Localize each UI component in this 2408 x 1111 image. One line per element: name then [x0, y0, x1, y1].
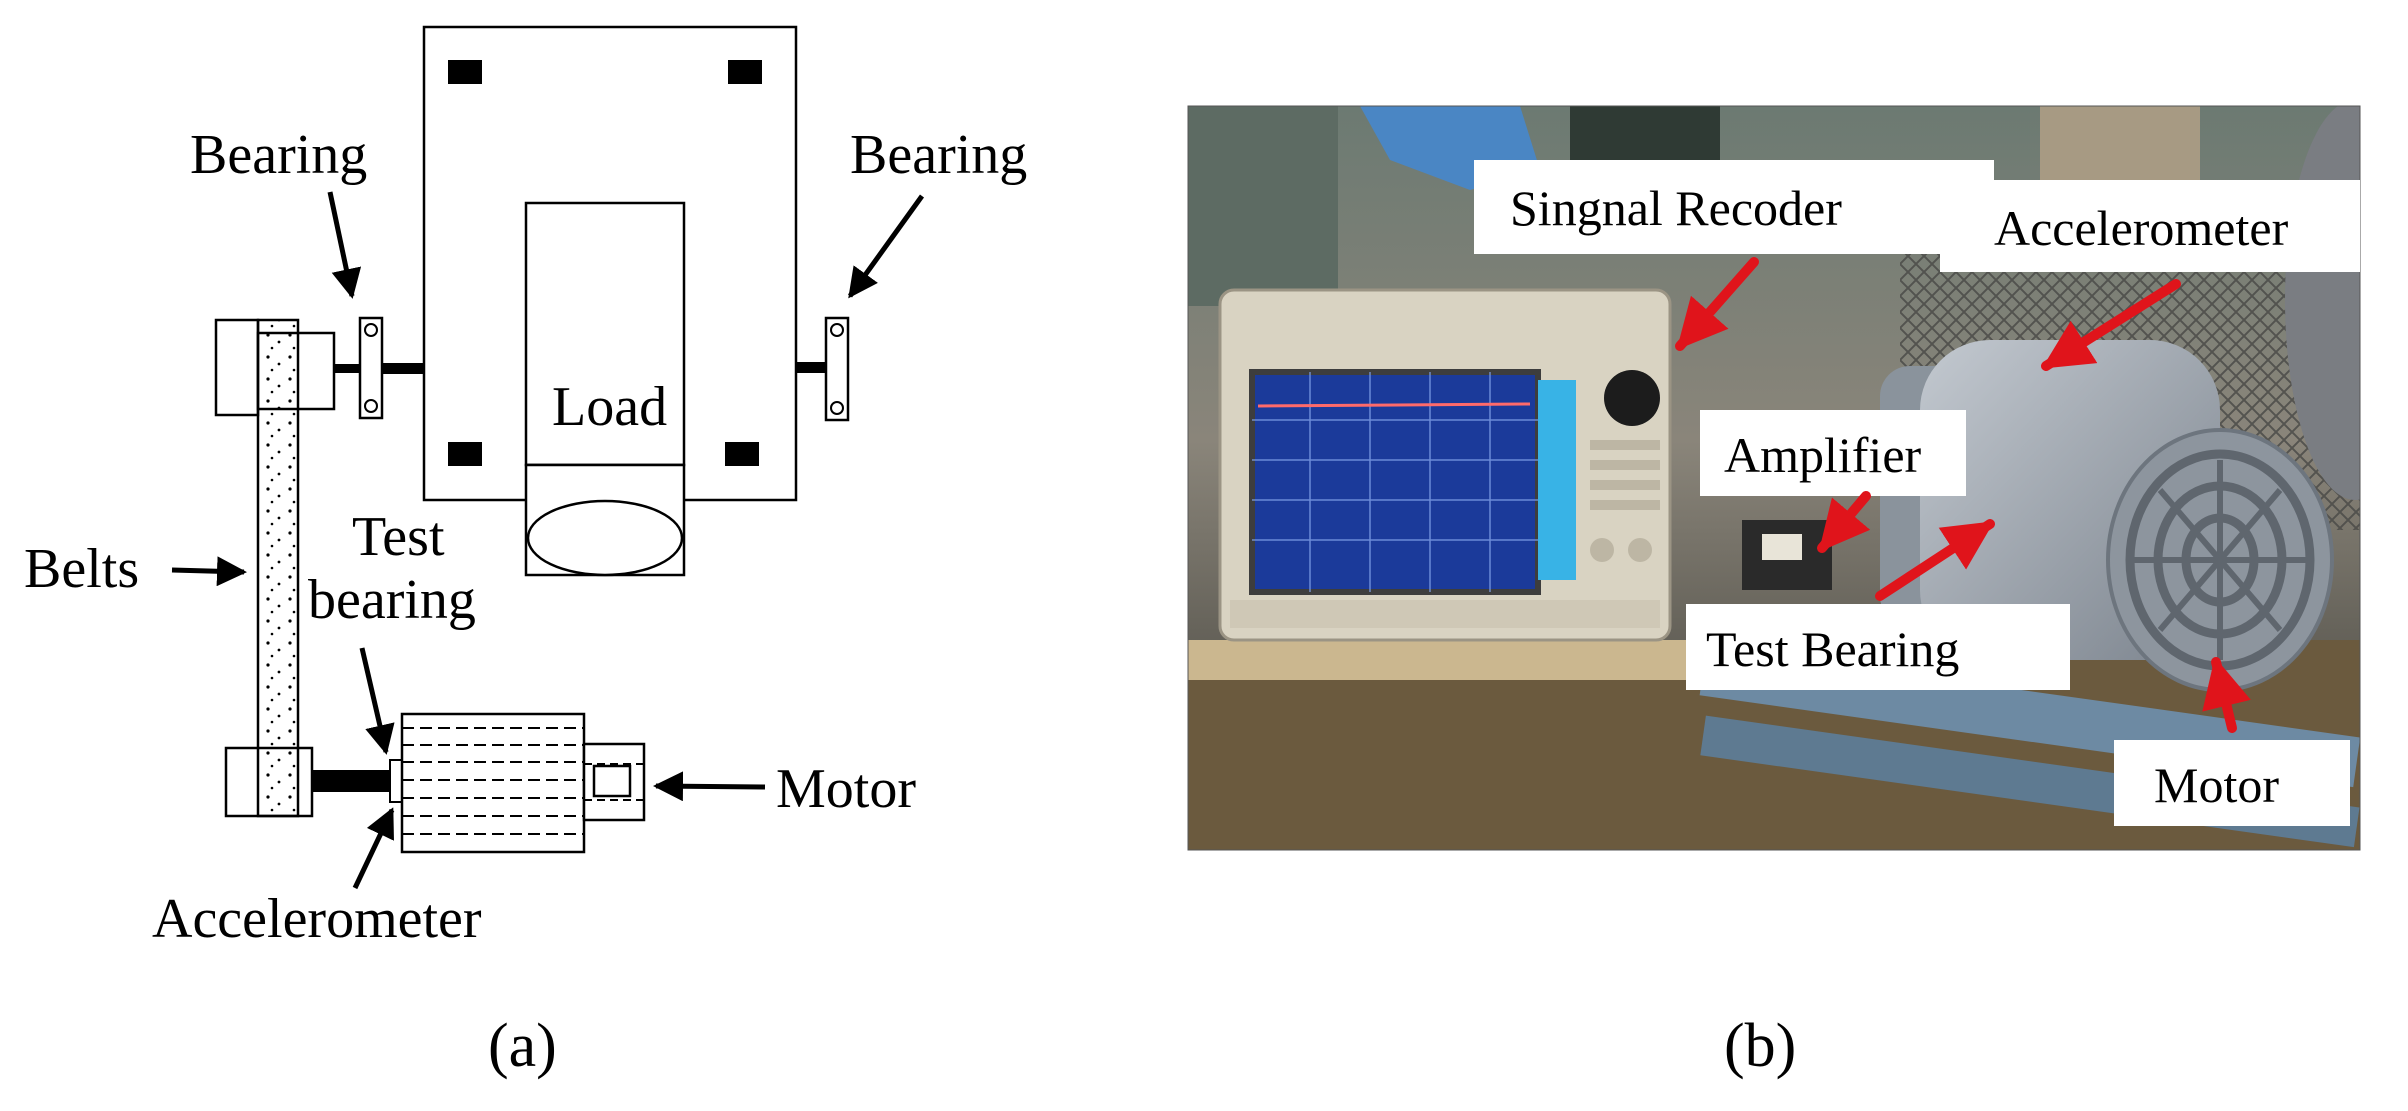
- motor-device: [1880, 340, 2334, 692]
- test-bearing-mark: [389, 759, 403, 803]
- belts-label: Belts: [24, 538, 139, 600]
- signal-recorder-arrow: [1675, 257, 1759, 351]
- left-bearing: [214, 316, 424, 420]
- motor-photo-arrow: [2202, 657, 2251, 733]
- accelerometer-photo-label-box: [1940, 180, 2360, 272]
- motor-label: Motor: [776, 758, 916, 820]
- motor-arrow: [653, 771, 766, 802]
- schematic-panel: Bearing Bearing Load Test bearing Belts …: [0, 0, 1140, 1106]
- bearing-right-label: Bearing: [850, 124, 1027, 186]
- load-label: Load: [552, 376, 667, 438]
- amplifier-arrow: [1817, 491, 1871, 553]
- bearing-right-arrow: [847, 194, 925, 299]
- test-rig-photo: Singnal Recoder Accelerometer Amplifier …: [1187, 105, 2361, 1080]
- mount-pad: [725, 442, 759, 466]
- accelerometer-photo-label: Accelerometer: [1994, 200, 2289, 256]
- accelerometer-photo-arrow: [2041, 279, 2181, 371]
- panel-b-caption: (b): [1724, 1012, 1796, 1080]
- belts-arrow: [171, 556, 247, 587]
- test-bearing-label-line2: bearing: [308, 569, 476, 631]
- accelerometer-label: Accelerometer: [152, 888, 482, 950]
- mount-pad: [728, 60, 762, 84]
- belt: [256, 318, 300, 818]
- load-block: [524, 201, 686, 577]
- panel-a-caption: (a): [488, 1012, 557, 1080]
- bearing-left-arrow: [327, 191, 362, 299]
- signal-recorder-label-box: [1474, 160, 1994, 254]
- test-bearing-photo-label: Test Bearing: [1706, 621, 1959, 677]
- test-bearing-photo-arrow: [1875, 519, 1995, 601]
- schematic-diagram: Bearing Bearing Load Test bearing Belts …: [24, 25, 1027, 1080]
- right-bearing: [796, 316, 850, 422]
- test-bearing-label-line1: Test: [352, 506, 445, 568]
- signal-recorder-device: [1218, 288, 1672, 642]
- test-bearing-arrow: [359, 647, 395, 755]
- mount-pad: [448, 60, 482, 84]
- recorder-knob: [1604, 370, 1660, 426]
- photo-panel: Singnal Recoder Accelerometer Amplifier …: [1140, 0, 2408, 1106]
- amplifier-label: Amplifier: [1724, 427, 1922, 483]
- accelerometer-arrow: [352, 807, 395, 890]
- motor-assembly: [224, 712, 646, 854]
- upper-pulley: [214, 318, 260, 417]
- amplifier-label-box: [1700, 410, 1966, 496]
- signal-recorder-label: Singnal Recoder: [1510, 180, 1842, 236]
- test-bearing-photo-label-box: [1686, 604, 2070, 690]
- motor-body: [400, 712, 586, 854]
- bearing-left-label: Bearing: [190, 124, 367, 186]
- motor-shaft: [312, 770, 394, 792]
- mount-pad: [448, 442, 482, 466]
- motor-photo-label: Motor: [2154, 757, 2279, 813]
- motor-photo-label-box: [2114, 740, 2350, 826]
